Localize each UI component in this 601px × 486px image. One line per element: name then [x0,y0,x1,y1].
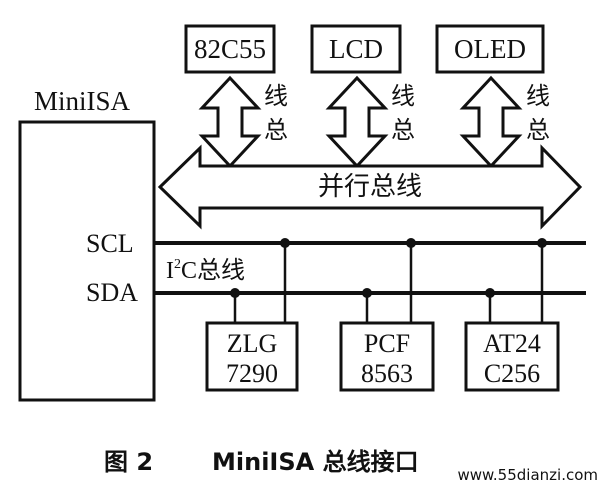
parallel-bus-arrow [157,144,583,230]
module-lcd: LCD [310,24,402,74]
module-82c55: 82C55 [184,24,276,74]
device-pcf8563: PCF 8563 [339,321,435,392]
miniisa-block [18,120,156,402]
module-lcd-label: LCD [329,34,383,64]
scl-label: SCL [86,229,134,258]
device-at24c256-line1: AT24 [483,329,541,358]
bus-label-2-char2: 总 [391,117,415,144]
vertical-bus-arrow-3 [459,75,523,169]
junction-dot [406,238,416,248]
device-at24c256-line2: C256 [484,359,540,388]
junction-dot [230,288,240,298]
junction-dot [485,288,495,298]
device-at24c256: AT24 C256 [464,321,560,392]
device-zlg7290-line1: ZLG [227,329,278,358]
figure-number: 图 2 [104,448,153,476]
module-oled: OLED [435,24,545,74]
device-pcf8563-line2: 8563 [361,359,413,388]
bus-label-2-char1: 线 [391,83,415,110]
watermark: www.55dianzi.com [457,466,598,484]
vertical-bus-arrow-1 [198,75,262,169]
bus-label-3-char1: 线 [526,83,550,110]
junction-dot [537,238,547,248]
device-pcf8563-line1: PCF [364,329,410,358]
device-zlg7290-line2: 7290 [226,359,278,388]
figure-caption: MiniISA 总线接口 [212,448,419,476]
bus-label-1-char1: 线 [264,83,288,110]
module-82c55-label: 82C55 [194,34,266,64]
i2c-bus-label: I2C总线 [166,257,245,284]
sda-label: SDA [86,278,138,307]
bus-label-1-char2: 总 [264,117,288,144]
module-oled-label: OLED [454,34,526,64]
parallel-bus-label: 并行总线 [318,172,422,201]
junction-dot [280,238,290,248]
junction-dot [362,288,372,298]
bus-label-3-char2: 总 [526,117,550,144]
miniisa-label: MiniISA [34,86,131,116]
device-zlg7290: ZLG 7290 [205,321,299,392]
vertical-bus-arrow-2 [325,75,389,169]
